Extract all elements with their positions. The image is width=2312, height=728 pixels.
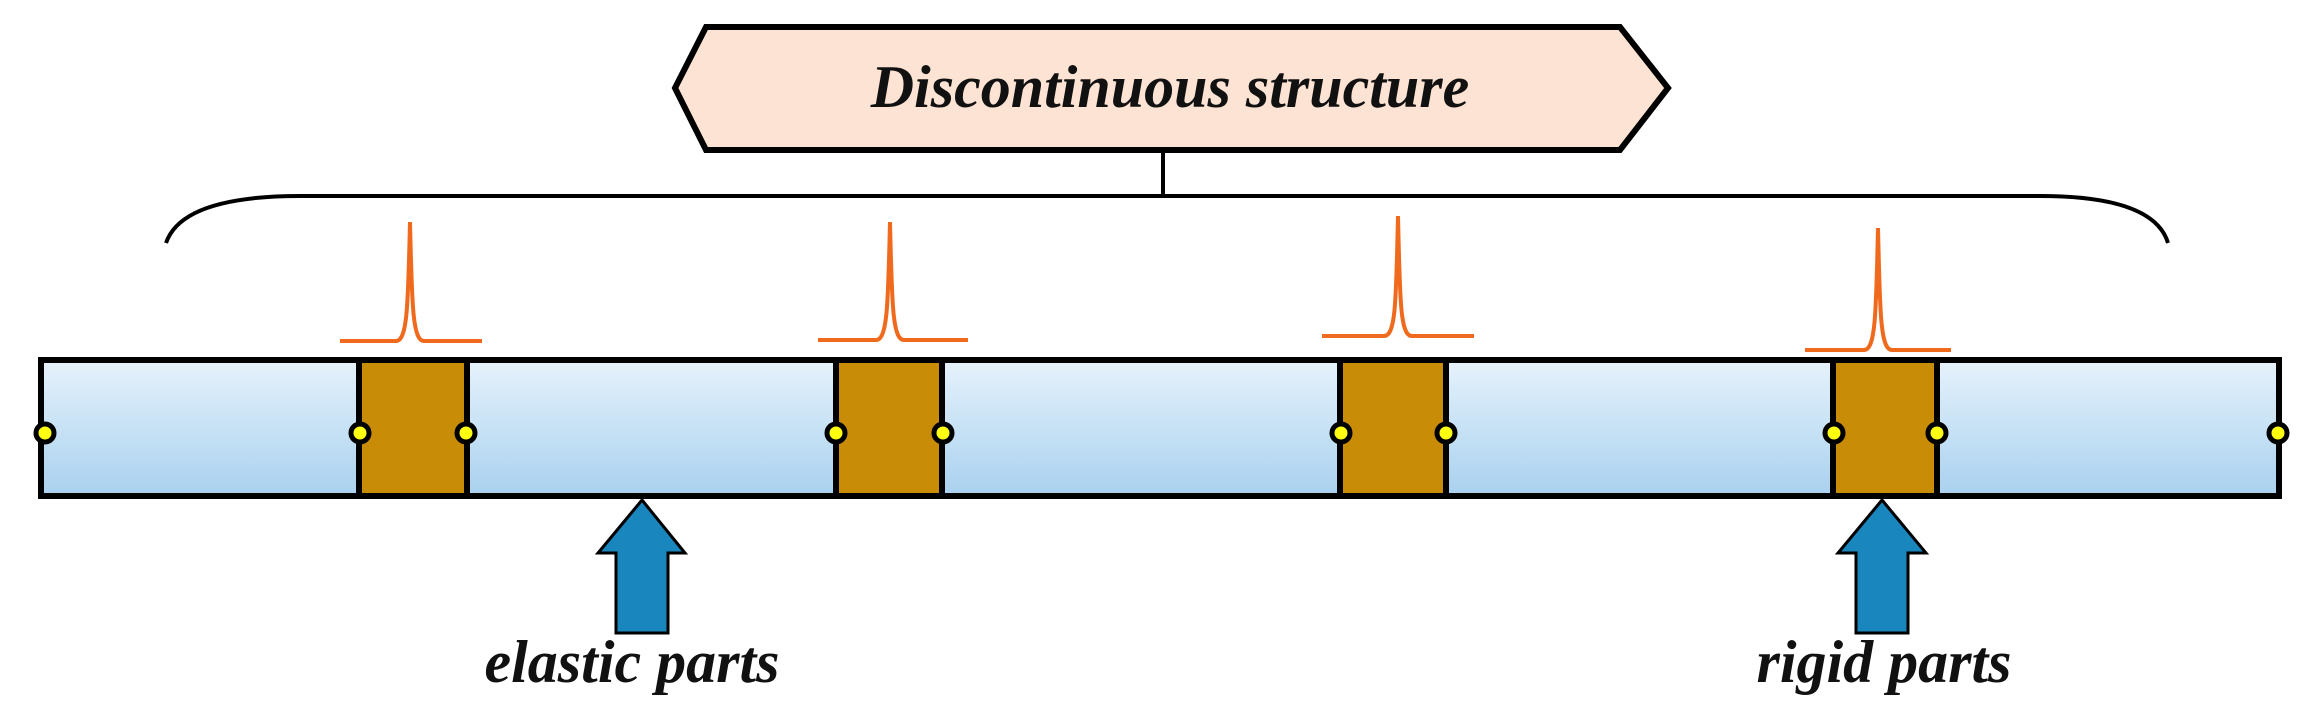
stiffness-peak (340, 221, 482, 343)
joint-node (824, 421, 848, 445)
elastic-segment (1446, 360, 1833, 496)
rigid-segment (356, 357, 470, 499)
joint-nodes (33, 421, 2290, 445)
rigid-arrow-icon (1834, 497, 1930, 635)
stiffness-peak (1805, 227, 1951, 352)
elastic-segment (1937, 360, 2279, 496)
joint-node (348, 421, 372, 445)
title-hexagon (671, 24, 1672, 153)
elastic-segment (41, 360, 359, 496)
elastic-parts-label: elastic parts (485, 629, 780, 695)
stiffness-peak (818, 221, 968, 342)
rigid-segment (1337, 357, 1449, 499)
joint-node (931, 421, 955, 445)
joint-node (1925, 421, 1949, 445)
elastic-segment (942, 360, 1340, 496)
elastic-segment (467, 360, 836, 496)
stiffness-peak (1322, 215, 1474, 338)
joint-node (1329, 421, 1353, 445)
rigid-parts-label: rigid parts (1756, 629, 2011, 695)
elastic-arrow-icon (594, 497, 689, 635)
joint-node (33, 421, 57, 445)
brace (164, 194, 2170, 244)
title-text: Discontinuous structure (870, 54, 1470, 120)
title-box: Discontinuous structure (671, 24, 1672, 153)
joint-node (1434, 421, 1458, 445)
structure-bar (38, 357, 2282, 499)
joint-node (1822, 421, 1846, 445)
joint-node (2266, 421, 2290, 445)
joint-node (454, 421, 478, 445)
stiffness-peaks (340, 215, 1951, 352)
rigid-segment (1830, 357, 1940, 499)
rigid-segment (833, 357, 945, 499)
